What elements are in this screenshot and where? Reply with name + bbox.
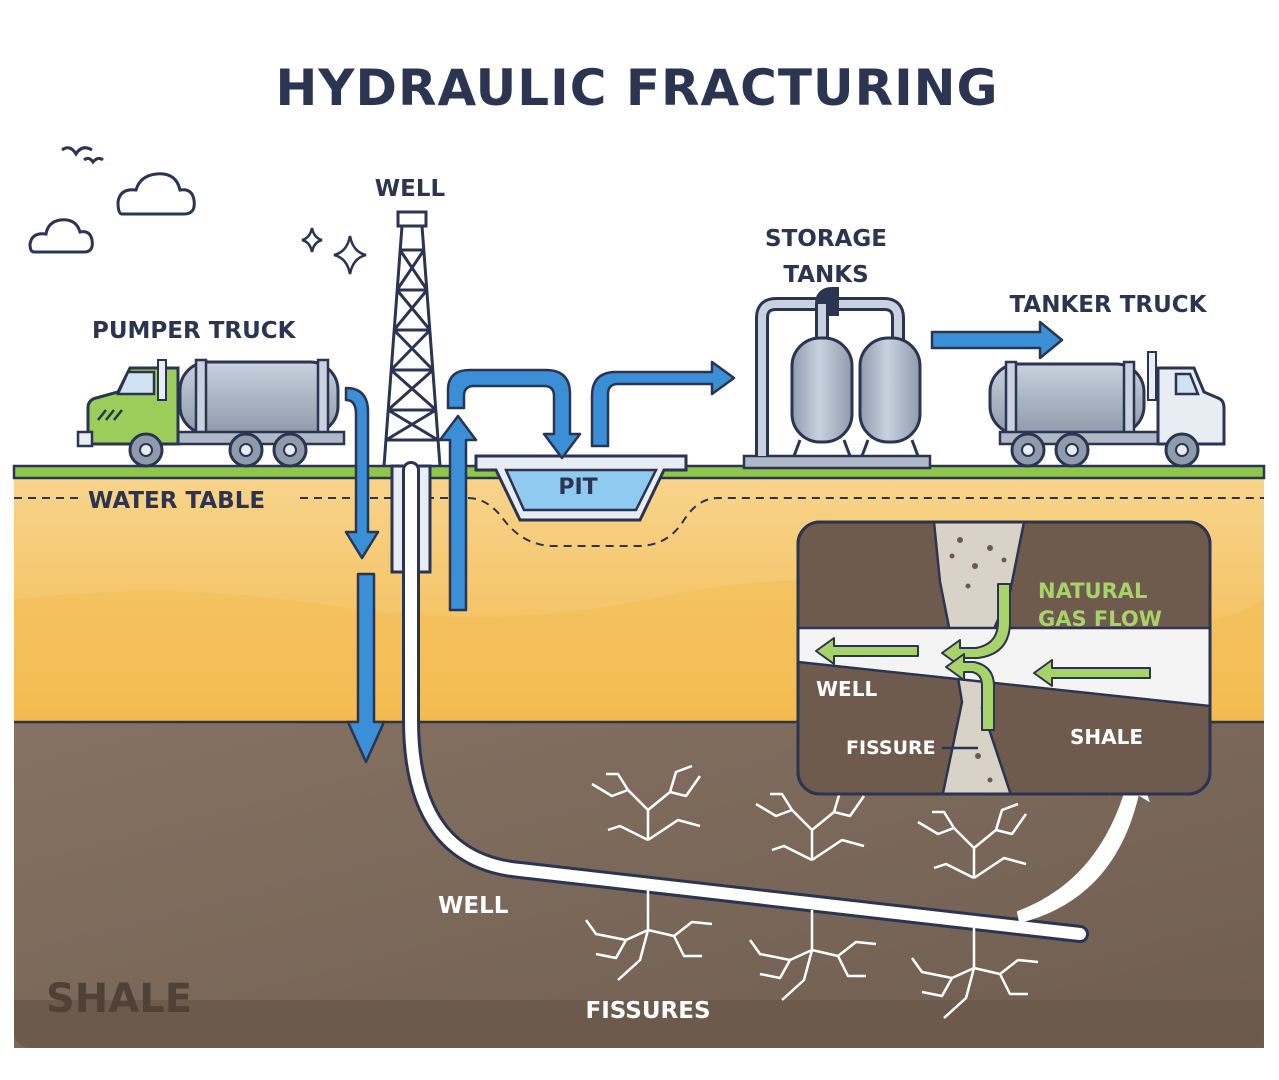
- fissure-cluster: [910, 802, 1039, 1019]
- water-flow-arrows: [344, 320, 1064, 764]
- fissure-cluster: [584, 764, 713, 981]
- storage-tank: [790, 336, 854, 444]
- well-top-label: WELL: [375, 176, 446, 202]
- sky: [28, 146, 367, 275]
- fissures-label: FISSURES: [585, 998, 710, 1024]
- water-table-line: [14, 497, 1264, 547]
- cloud-icon: [116, 172, 196, 216]
- storage-tanks: [742, 286, 932, 470]
- well-bore: [390, 461, 1089, 943]
- pit-label: PIT: [558, 475, 597, 500]
- pit-water: [504, 468, 659, 512]
- pumper-truck: [76, 358, 346, 468]
- diagram-title: HYDRAULIC FRACTURING: [275, 59, 998, 117]
- inset-well-label: WELL: [816, 677, 877, 701]
- inset-shale-label: SHALE: [1070, 725, 1143, 749]
- tanker-truck: [988, 351, 1226, 468]
- pit: [474, 454, 688, 522]
- flow-arrow-down: [346, 572, 386, 764]
- truck-cab: [86, 366, 180, 446]
- tanker-truck-label: TANKER TRUCK: [1010, 292, 1208, 318]
- flow-arrow-to-storage: [590, 360, 736, 448]
- inset-closeup: [796, 520, 1212, 796]
- water-table-label: WATER TABLE: [88, 488, 265, 514]
- sparkle-icon: [333, 235, 367, 275]
- shale-bottom-label: SHALE: [46, 976, 192, 1022]
- flow-arrow-to-tanker: [930, 320, 1064, 360]
- storage-tanks-label-line2: TANKS: [783, 262, 868, 288]
- truck-cab: [1156, 366, 1226, 446]
- storage-tanks-label-line1: STORAGE: [765, 226, 887, 252]
- storage-tank: [858, 336, 922, 444]
- inset-gas-flow-arrows: [815, 583, 1151, 731]
- flow-arrow-up: [438, 414, 478, 612]
- well-horizontal-label: WELL: [438, 893, 509, 919]
- inset-gas-flow-label-line1: NATURAL: [1038, 579, 1147, 603]
- well-derrick: [382, 210, 442, 467]
- sparkle-icon: [301, 227, 323, 253]
- pumper-truck-label: PUMPER TRUCK: [92, 318, 297, 344]
- flow-arrow-down: [344, 386, 380, 560]
- cloud-icon: [28, 218, 94, 254]
- inset-fissure-label: FISSURE: [846, 737, 936, 759]
- bird-icon: [61, 146, 93, 157]
- inset-gas-flow-label-line2: GAS FLOW: [1038, 607, 1162, 631]
- bird-icon: [83, 156, 104, 165]
- flow-arrow-to-pit: [446, 368, 582, 460]
